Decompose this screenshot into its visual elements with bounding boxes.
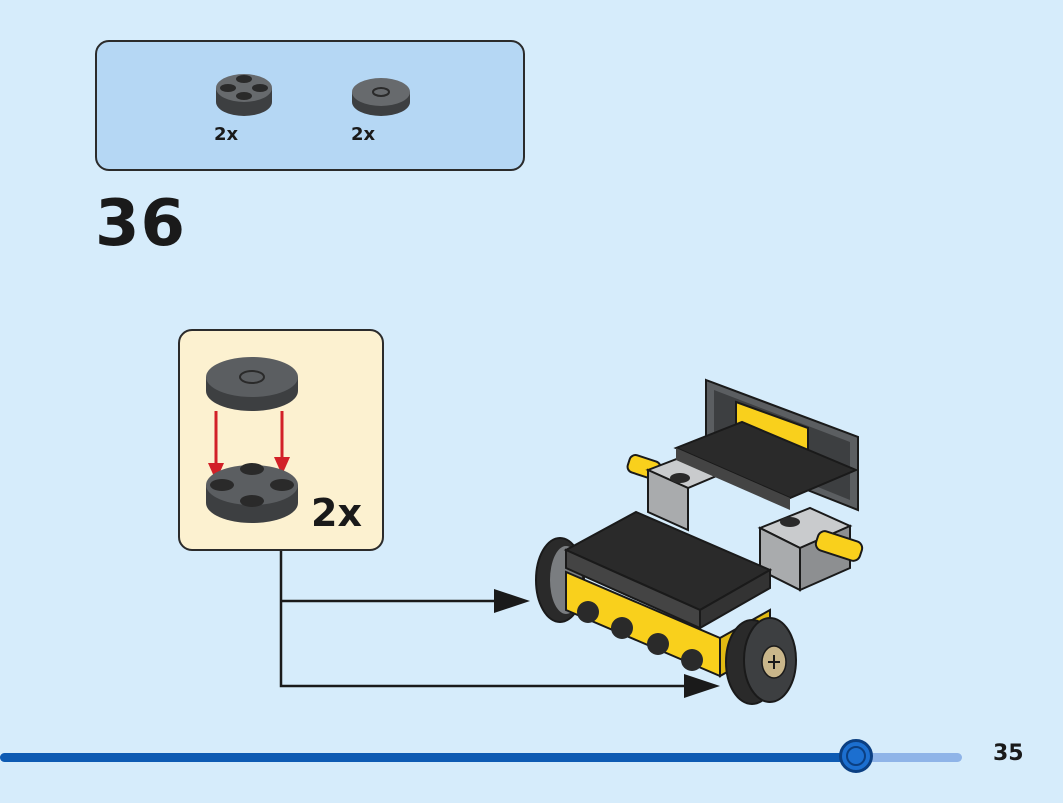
round-plate-2x2-with-studs-icon <box>216 74 272 116</box>
parts-list-box: 2x 2x <box>95 40 525 171</box>
progress-bar <box>0 739 962 773</box>
sub-assembly-callout: 2x <box>178 329 384 551</box>
arrow-to-front-wheel <box>494 589 530 613</box>
sub-assembly-qty: 2x <box>311 491 362 535</box>
leader-lines <box>279 551 690 688</box>
page-number: 35 <box>993 741 1024 766</box>
black-plate-front <box>563 510 773 630</box>
arrow-to-rear-wheel <box>684 674 720 698</box>
rear-wheel <box>725 617 797 705</box>
yellow-pin-right <box>814 530 864 562</box>
round-tile-2x2-icon <box>352 78 410 116</box>
part-2-qty: 2x <box>351 124 376 145</box>
progress-knob <box>839 739 874 773</box>
step-number: 36 <box>95 187 187 261</box>
progress-bar-fill <box>0 753 857 762</box>
sub-assembly-illustration <box>206 357 298 523</box>
part-1-qty: 2x <box>214 124 239 145</box>
